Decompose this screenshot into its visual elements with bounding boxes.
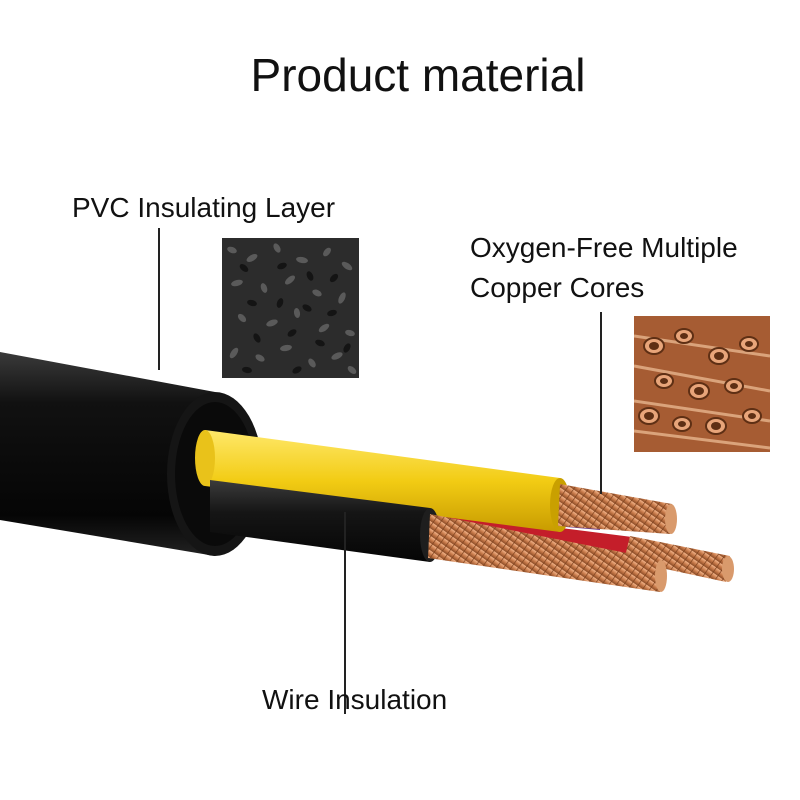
copper-leader-line (600, 312, 602, 494)
wire-insulation-label: Wire Insulation (262, 684, 448, 715)
copper-strand-right (624, 536, 734, 582)
copper-cores-label-line2: Copper Cores (470, 272, 645, 303)
copper-strand-upper (558, 484, 677, 534)
copper-cores-label-line1: Oxygen-Free Multiple (470, 232, 738, 263)
page-title: Product material (250, 49, 586, 101)
pvc-layer-label: PVC Insulating Layer (72, 192, 336, 223)
pvc-granules-image (222, 238, 359, 378)
wire-insulation-leader-line (344, 512, 346, 714)
copper-cores-label: Oxygen-Free Multiple Copper Cores (470, 228, 738, 308)
copper-tubes-image (634, 316, 770, 452)
copper-strand-lower (428, 514, 667, 592)
pvc-leader-line (158, 228, 160, 370)
